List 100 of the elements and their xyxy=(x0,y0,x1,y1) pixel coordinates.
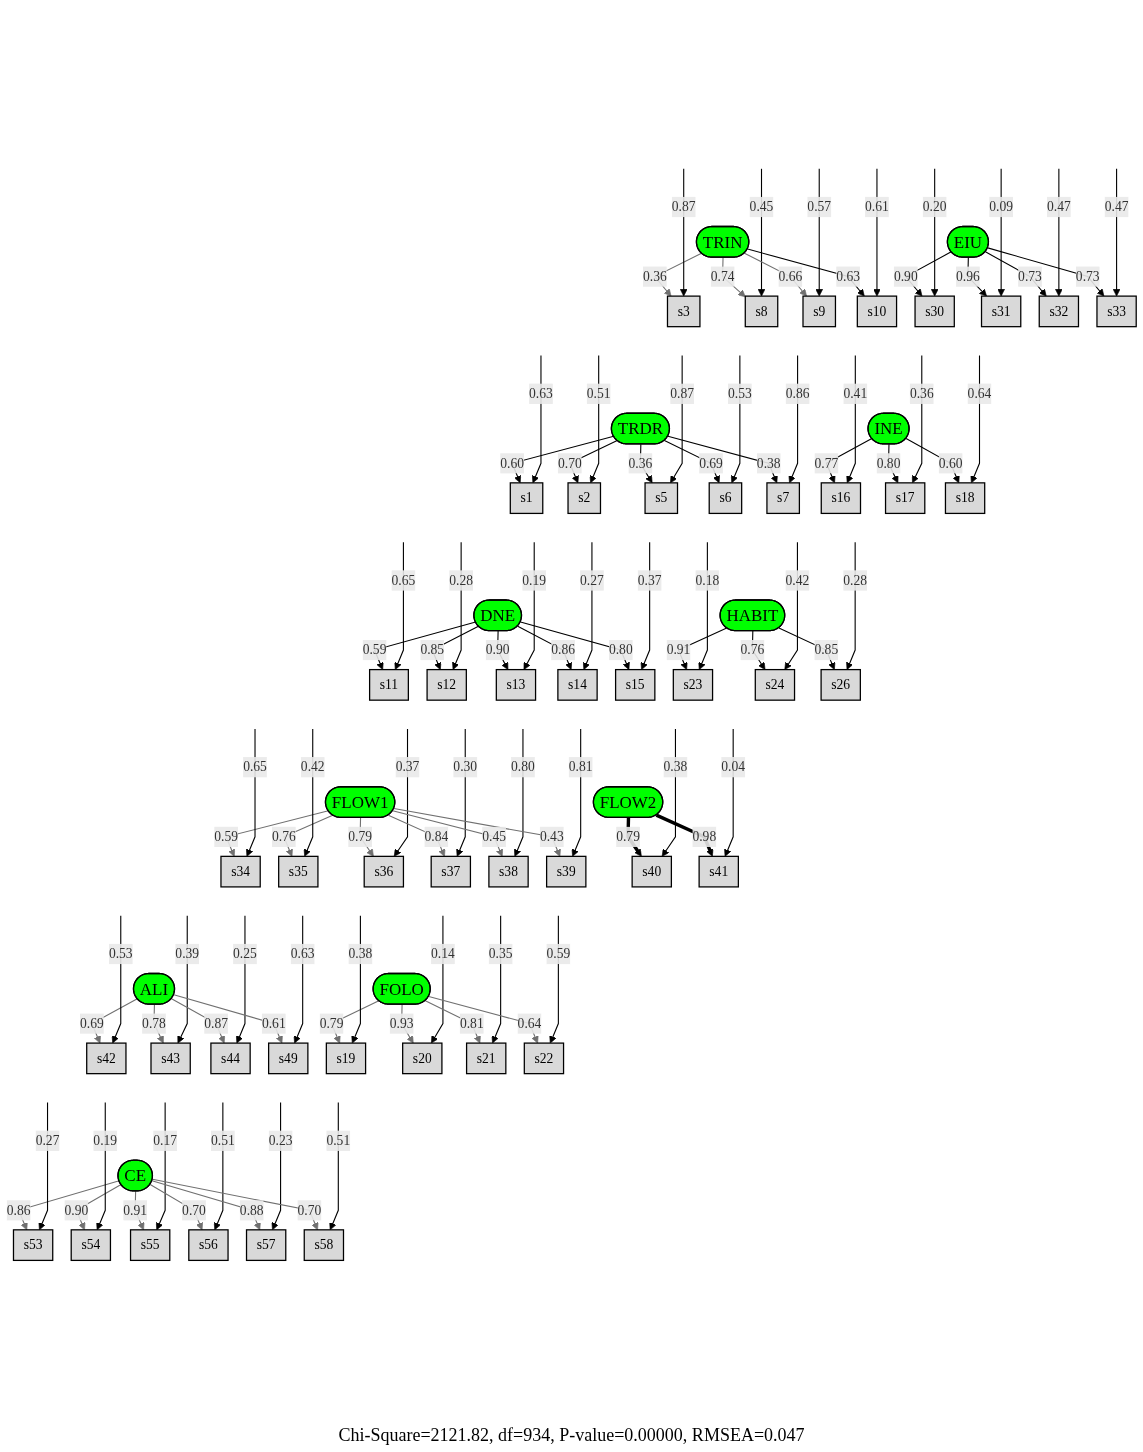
edge-label: 0.63 xyxy=(529,386,553,401)
node-box: s10 xyxy=(856,295,898,328)
edge-label: 0.86 xyxy=(551,642,575,657)
node-box: s6 xyxy=(708,482,743,515)
edge-label: 0.78 xyxy=(142,1015,166,1031)
arrow xyxy=(236,915,246,1044)
edge-label: 0.45 xyxy=(482,829,506,844)
node-box: s42 xyxy=(86,1042,127,1075)
edge-label: 0.65 xyxy=(243,759,267,775)
arrow xyxy=(582,541,593,670)
edge-label: 0.76 xyxy=(271,829,296,844)
edge-label: 0.65 xyxy=(391,572,416,588)
node-box: s40 xyxy=(631,855,672,888)
arrow xyxy=(667,435,778,484)
edge-label: 0.63 xyxy=(290,946,315,961)
arrow xyxy=(96,1101,106,1231)
arrow xyxy=(532,354,542,484)
arrow xyxy=(571,728,582,857)
edge-label: 0.85 xyxy=(814,642,839,657)
arrow xyxy=(523,541,535,670)
edge-label: 0.53 xyxy=(727,386,752,401)
arrow xyxy=(698,541,708,670)
arrow xyxy=(663,440,720,484)
arrow xyxy=(329,1101,339,1231)
edge-label: 0.90 xyxy=(485,642,510,657)
node-box: s5 xyxy=(644,482,679,515)
arrow xyxy=(873,168,881,297)
edge-label: 0.47 xyxy=(1046,199,1071,214)
arrow xyxy=(784,541,798,670)
edge-label: 0.85 xyxy=(420,642,445,657)
edge-label: 0.79 xyxy=(616,829,640,844)
edge-label: 0.41 xyxy=(843,386,868,401)
arrow xyxy=(912,354,923,484)
arrow xyxy=(392,810,504,857)
edge-label: 0.61 xyxy=(865,199,889,214)
edge-label: 0.36 xyxy=(909,386,934,401)
arrow xyxy=(431,915,444,1044)
node-box: s23 xyxy=(672,668,714,701)
edge-label: 0.51 xyxy=(586,386,611,401)
edge-label: 0.45 xyxy=(749,199,774,214)
edge-label: 0.39 xyxy=(175,946,200,961)
edge-label: 0.80 xyxy=(876,455,901,471)
arrow xyxy=(456,728,466,857)
node-box: s15 xyxy=(614,668,656,701)
edge-label: 0.76 xyxy=(740,642,765,657)
arrow xyxy=(987,247,1105,297)
node-box: s32 xyxy=(1038,295,1080,328)
edge-label: 0.77 xyxy=(814,455,839,471)
edge-label: 0.69 xyxy=(80,1015,104,1031)
arrow xyxy=(846,541,856,670)
edge-label: 0.14 xyxy=(431,946,455,961)
edge-label: 0.80 xyxy=(608,642,633,657)
node-box: s57 xyxy=(245,1229,287,1262)
arrow xyxy=(997,168,1005,297)
arrow xyxy=(271,1101,282,1231)
arrow xyxy=(111,915,122,1044)
node-box: s1 xyxy=(509,482,544,515)
edge-label: 0.30 xyxy=(453,759,478,775)
node-box: s14 xyxy=(557,668,598,701)
arrow xyxy=(757,168,766,297)
edge-label: 0.81 xyxy=(459,1015,484,1031)
node-box: s9 xyxy=(802,295,837,328)
edge-label: 0.42 xyxy=(785,572,810,588)
node-box: s36 xyxy=(363,855,405,888)
edge-label: 0.70 xyxy=(297,1202,322,1218)
node-box: s12 xyxy=(426,668,467,701)
node-box: s41 xyxy=(698,855,739,888)
edge-label: 0.74 xyxy=(710,268,735,284)
arrow xyxy=(743,252,807,297)
arrow xyxy=(724,728,734,857)
edge-label: 0.70 xyxy=(557,455,582,471)
edge-label: 0.90 xyxy=(893,268,918,284)
edge-label: 0.57 xyxy=(807,199,832,214)
edge-label: 0.37 xyxy=(637,572,662,588)
edge-label: 0.59 xyxy=(546,946,571,961)
node-box: s11 xyxy=(368,668,409,701)
edge-label: 0.27 xyxy=(35,1133,60,1148)
edge-label: 0.87 xyxy=(204,1015,228,1031)
edge-label: 0.87 xyxy=(671,199,696,214)
edge-label: 0.36 xyxy=(628,455,653,471)
edge-label: 0.04 xyxy=(721,759,746,775)
arrow xyxy=(517,625,573,670)
arrow xyxy=(520,621,630,670)
arrow xyxy=(788,354,799,484)
node-box: s39 xyxy=(546,855,587,888)
node-box: s18 xyxy=(944,482,986,515)
arrow xyxy=(930,168,939,297)
node-box: s54 xyxy=(70,1229,112,1262)
arrow xyxy=(984,251,1047,297)
edge-label: 0.38 xyxy=(348,946,373,961)
edge-label: 0.53 xyxy=(108,946,133,961)
node-box: s8 xyxy=(744,295,779,328)
edge-label: 0.28 xyxy=(843,572,868,588)
node-box: s13 xyxy=(495,668,537,701)
node-box: s43 xyxy=(150,1042,191,1075)
arrow xyxy=(815,168,823,297)
arrow xyxy=(747,248,865,297)
edge-label: 0.37 xyxy=(395,759,420,775)
node-box: s34 xyxy=(220,855,261,888)
edge-label: 0.20 xyxy=(922,199,947,214)
